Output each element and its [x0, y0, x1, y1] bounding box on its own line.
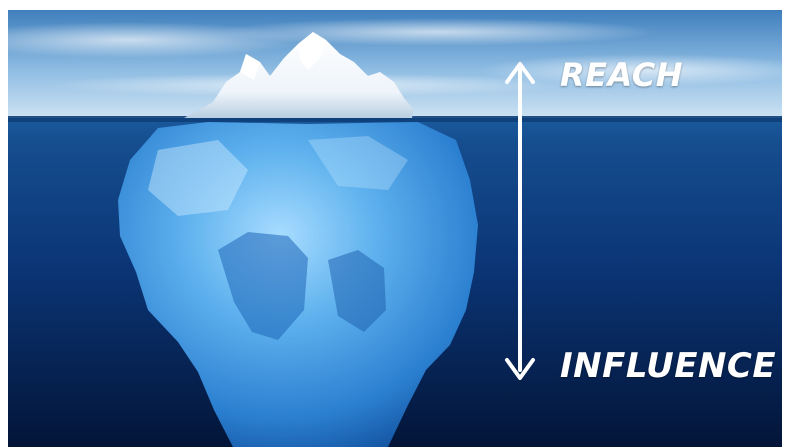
iceberg-illustration: [8, 10, 782, 447]
double-headed-vertical-arrow-icon: [505, 62, 535, 380]
influence-label: INFLUENCE: [560, 346, 777, 386]
iceberg-shadow: [328, 250, 386, 332]
cloud-wisp: [478, 54, 782, 86]
iceberg-scene: [8, 10, 782, 447]
iceberg-highlight: [298, 32, 326, 70]
iceberg-tip: [184, 32, 414, 118]
waterline: [8, 116, 782, 122]
iceberg-highlight: [240, 54, 260, 80]
iceberg-glow: [308, 136, 408, 190]
iceberg-shadow: [218, 232, 308, 340]
cloud-wisp: [218, 18, 658, 46]
reach-label: REACH: [560, 56, 684, 94]
iceberg-glow: [148, 140, 248, 216]
